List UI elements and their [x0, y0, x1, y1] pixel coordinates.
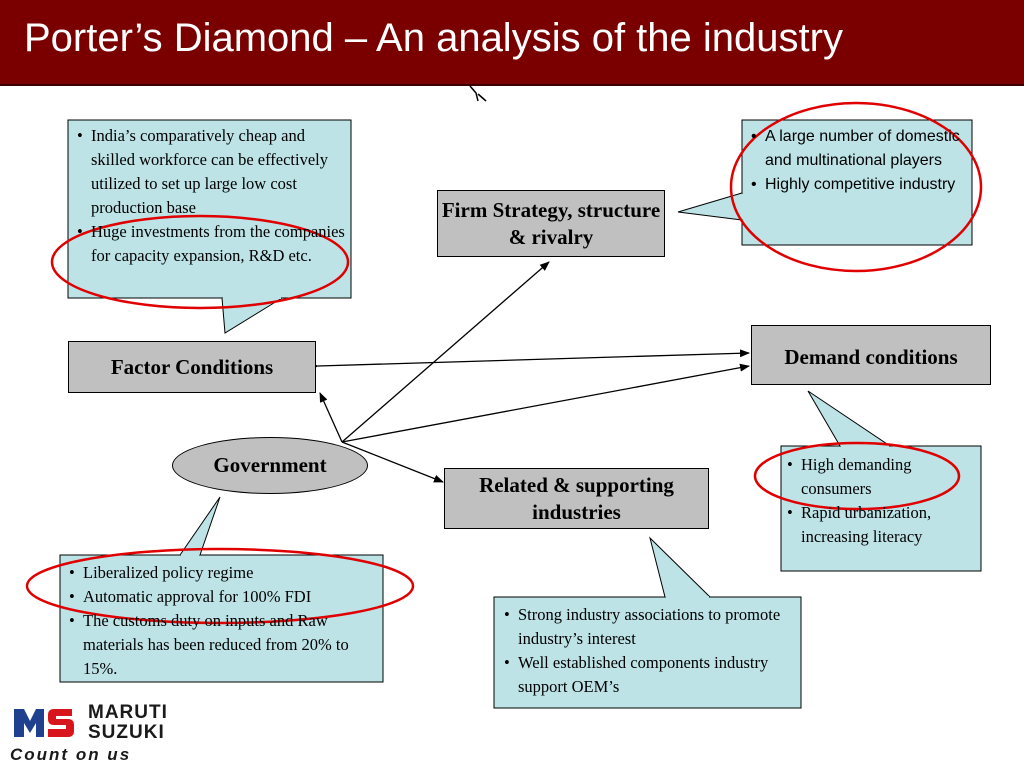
- callout-firm-list: A large number of domestic and multinati…: [751, 125, 969, 197]
- node-government: Government: [172, 437, 368, 494]
- list-item: Strong industry associations to promote …: [504, 603, 794, 651]
- node-factor-conditions: Factor Conditions: [68, 341, 316, 393]
- node-factor-conditions-label: Factor Conditions: [110, 354, 274, 379]
- list-item: Well established components industry sup…: [504, 651, 794, 699]
- list-item: The customs duty on inputs and Raw mater…: [69, 609, 377, 681]
- list-item: A large number of domestic and multinati…: [751, 125, 969, 173]
- logo-word-suzuki: SUZUKI: [88, 722, 165, 743]
- node-related-supporting: Related & supporting industries: [444, 468, 709, 529]
- list-item: Liberalized policy regime: [69, 561, 377, 585]
- callout-government-list: Liberalized policy regime Automatic appr…: [69, 561, 377, 681]
- list-item: Highly competitive industry: [751, 173, 969, 197]
- suzuki-s-icon: [10, 703, 85, 743]
- list-item: High demanding consumers: [787, 453, 977, 501]
- logo-tagline: Count on us: [10, 745, 132, 764]
- list-item: Automatic approval for 100% FDI: [69, 585, 377, 609]
- arrow-factor-demand: [308, 349, 750, 371]
- node-firm-strategy-label: Firm Strategy, structure & rivalry: [441, 198, 661, 249]
- highlight-ring-firm: [729, 101, 983, 273]
- node-demand-conditions: Demand conditions: [751, 325, 991, 385]
- list-item: India’s comparatively cheap and skilled …: [77, 124, 345, 220]
- node-related-supporting-label: Related & supporting industries: [479, 473, 674, 524]
- list-item: Huge investments from the companies for …: [77, 220, 345, 268]
- title-bar: Porter’s Diamond – An analysis of the in…: [0, 0, 1024, 86]
- callout-related-list: Strong industry associations to promote …: [504, 603, 794, 699]
- logo-word-maruti: MARUTI: [88, 702, 168, 723]
- stray-arrow-mark: [469, 85, 487, 102]
- node-government-label: Government: [213, 453, 327, 477]
- arrow-government-factor: [319, 392, 343, 443]
- callout-demand-list: High demanding consumers Rapid urbanizat…: [787, 453, 977, 549]
- slide-title: Porter’s Diamond – An analysis of the in…: [24, 16, 843, 60]
- list-item: Rapid urbanization, increasing literacy: [787, 501, 977, 549]
- arrow-government-firm: [341, 261, 550, 443]
- arrow-government-related: [341, 441, 444, 483]
- node-demand-conditions-label: Demand conditions: [784, 345, 958, 369]
- maruti-suzuki-logo: MARUTI SUZUKI Count on us: [10, 703, 195, 765]
- node-firm-strategy: Firm Strategy, structure & rivalry: [437, 190, 665, 257]
- callout-factor-list: India’s comparatively cheap and skilled …: [77, 124, 345, 268]
- arrow-government-demand: [341, 363, 750, 443]
